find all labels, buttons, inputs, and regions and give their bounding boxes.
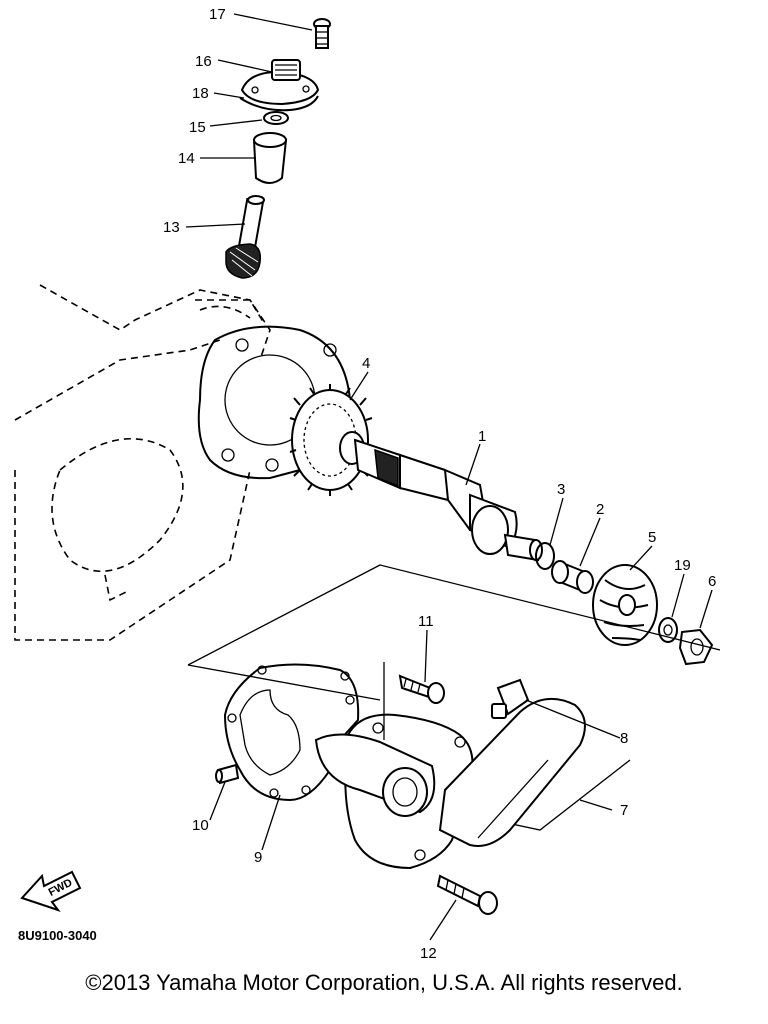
part-label-13: 13 [163, 219, 180, 236]
part-label-7: 7 [620, 802, 628, 819]
bolt-11 [398, 674, 445, 704]
part-label-19: 19 [674, 557, 691, 574]
leader-lines [185, 13, 713, 941]
collar-2 [551, 560, 594, 594]
part-label-9: 9 [254, 849, 262, 866]
fwd-label: FWD [47, 877, 75, 899]
washer-15 [263, 111, 289, 125]
gasket-18 [239, 95, 319, 112]
part-label-5: 5 [648, 529, 656, 546]
nut-6 [678, 628, 714, 666]
part-label-14: 14 [178, 150, 195, 167]
part-label-12: 12 [420, 945, 437, 962]
part-label-11: 11 [418, 613, 434, 630]
copyright-notice: ©2013 Yamaha Motor Corporation, U.S.A. A… [85, 970, 683, 995]
part-labels: 17 16 18 15 14 13 4 1 3 2 5 19 6 11 8 7 … [163, 6, 716, 962]
part-label-17: 17 [209, 6, 226, 23]
part-label-16: 16 [195, 53, 212, 70]
pump-drive-shaft-13 [225, 195, 265, 279]
part-label-18: 18 [192, 85, 209, 102]
part-label-1: 1 [478, 428, 486, 445]
impeller-shaft-assembly [289, 384, 543, 562]
diagram-code: 8U9100-3040 [18, 928, 97, 943]
part-label-4: 4 [362, 355, 370, 372]
gasket-9 [223, 663, 360, 802]
part-label-10: 10 [192, 817, 209, 834]
impeller-5 [592, 564, 658, 646]
part-label-2: 2 [596, 501, 604, 518]
part-label-8: 8 [620, 730, 628, 747]
water-pump-housing-7 [314, 662, 586, 870]
bushing-14 [252, 132, 288, 184]
dowel-pin-10 [215, 763, 240, 785]
part-label-15: 15 [189, 119, 206, 136]
bolt-12 [436, 874, 498, 915]
o-ring-3 [535, 542, 555, 570]
cable-holder-16 [240, 59, 320, 106]
part-label-6: 6 [708, 573, 716, 590]
part-label-3: 3 [557, 481, 565, 498]
bolt-17 [313, 18, 331, 49]
forward-arrow-icon: FWD [20, 870, 82, 912]
